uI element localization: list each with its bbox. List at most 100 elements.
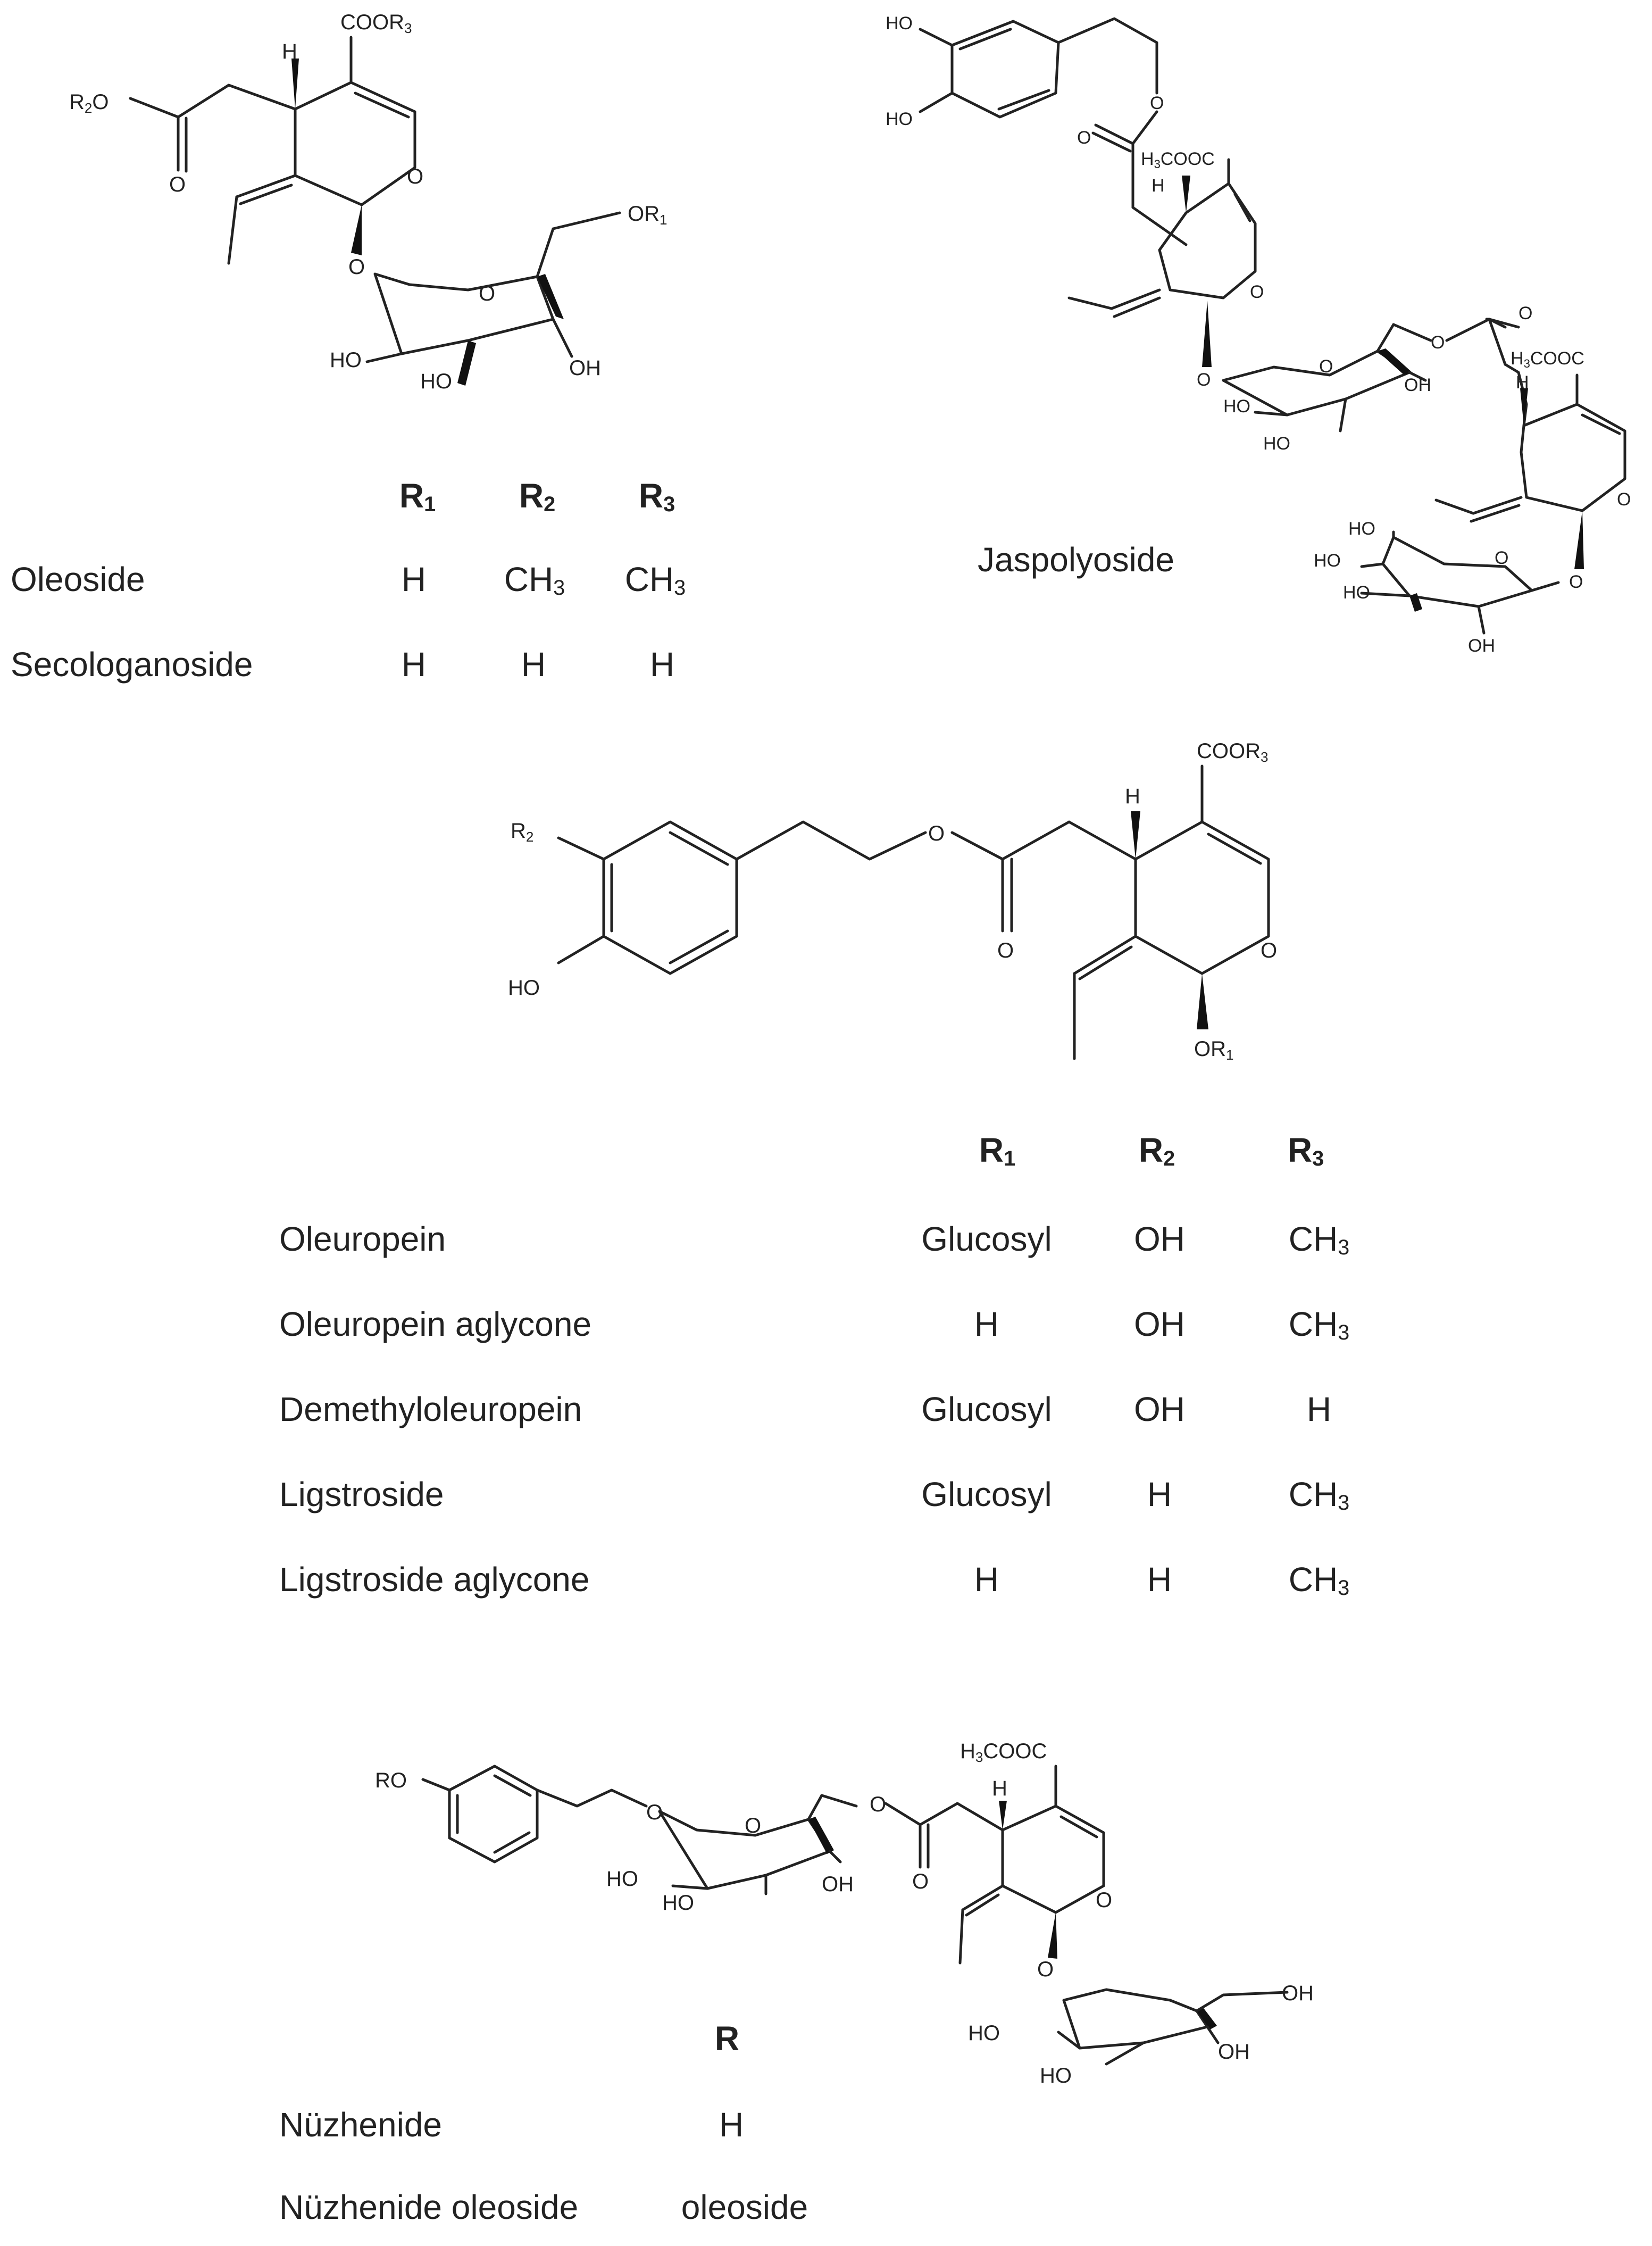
s1-o-carbonyl: O (169, 173, 186, 196)
s2-o-ester: O (1150, 93, 1164, 113)
nuzhenide-skeleton: RO O O O HO HO OH O H3COOC H O O OH HO O… (375, 1740, 1314, 2087)
p3-header-r1: R1 (979, 1131, 1016, 1171)
s4-oh-b: OH (1218, 2040, 1250, 2064)
s2-h3cooc1: H3COOC (1141, 149, 1215, 171)
s2-o-sugar2: O (1495, 548, 1508, 568)
p3-row2-r3: H (1306, 1390, 1332, 1428)
p1-row0-r3: CH3 (624, 560, 686, 600)
s4-h: H (992, 1777, 1007, 1800)
jaspolyoside-structure: HO HO O O H3COOC H O O O O OH HO HO O H3… (886, 13, 1631, 656)
s2-h1: H (1152, 176, 1165, 196)
s4-o-carbonyl: O (912, 1870, 929, 1893)
s2-oh-s1: OH (1404, 375, 1431, 395)
s2-o-glyc2: O (1569, 572, 1583, 592)
p1-header-r1: R1 (399, 477, 436, 517)
s4-o-sugar: O (745, 1814, 761, 1837)
s2-o-ring1: O (1250, 282, 1264, 302)
s4-o-ether: O (646, 1801, 663, 1824)
s1-h: H (282, 40, 297, 63)
jaspolyoside-label: Jaspolyoside (978, 540, 1174, 579)
s4-o-ring: O (1096, 1889, 1112, 1912)
p1-row1-r2: H (521, 645, 546, 684)
s4-o-link: O (870, 1793, 886, 1816)
oleoside-skeleton: COOR3 H R2O O O OR1 O O HO HO OH (69, 11, 667, 393)
s3-r2: R2 (511, 819, 533, 845)
p1-row1-r1: H (401, 645, 427, 684)
s1-o-sugar: O (479, 282, 495, 305)
s3-o-ring: O (1261, 939, 1277, 962)
p3-row4-name: Ligstroside aglycone (279, 1560, 590, 1599)
s2-ho-s2c: HO (1343, 583, 1370, 603)
p3-row3-r1: Glucosyl (921, 1475, 1052, 1513)
p3-header-r2: R2 (1138, 1131, 1175, 1171)
s1-oh-right: OH (569, 356, 601, 380)
s4-h3cooc: H3COOC (960, 1740, 1047, 1765)
p4-row1-name: Nüzhenide oleoside (279, 2188, 579, 2226)
p3-row1-r3: CH3 (1288, 1305, 1350, 1345)
s1-ho-bottom: HO (420, 370, 452, 393)
p3-row3-r3: CH3 (1288, 1475, 1350, 1515)
p1-row1-name: Secologanoside (11, 645, 253, 684)
s2-ho2: HO (886, 109, 913, 129)
s3-h: H (1125, 785, 1140, 808)
s1-ho-left: HO (330, 348, 362, 372)
p4-header-r: R (714, 2019, 740, 2058)
s1-r2o: R2O (69, 90, 109, 116)
s2-o-link: O (1431, 332, 1445, 353)
p3-row1-name: Oleuropein aglycone (279, 1305, 592, 1343)
s3-cooR3: COOR3 (1197, 739, 1268, 765)
s2-ho-s1: HO (1223, 396, 1250, 417)
p1-row1-r3: H (649, 645, 675, 684)
p3-row2-r1: Glucosyl (921, 1390, 1052, 1428)
s1-or1: OR1 (628, 202, 667, 228)
s2-h2: H (1516, 372, 1529, 393)
p1-row0-name: Oleoside (11, 560, 145, 598)
s2-o-sugar1: O (1319, 356, 1333, 377)
s2-ho-s2a: HO (1348, 519, 1375, 539)
s2-o-glyc1: O (1197, 370, 1211, 390)
s2-oh-s2: OH (1468, 636, 1495, 656)
p3-row2-name: Demethyloleuropein (279, 1390, 582, 1428)
p4-row0-name: Nüzhenide (279, 2106, 442, 2144)
p3-row3-r2: H (1147, 1475, 1172, 1513)
s2-h3cooc2: H3COOC (1511, 348, 1584, 370)
s4-o-glyc: O (1037, 1958, 1054, 1981)
p3-row4-r3: CH3 (1288, 1560, 1350, 1600)
p3-row0-name: Oleuropein (279, 1220, 446, 1258)
p3-row4-r2: H (1147, 1560, 1172, 1599)
s4-oh-a: OH (822, 1873, 854, 1896)
s2-ho1: HO (886, 13, 913, 34)
p3-row0-r1: Glucosyl (921, 1220, 1052, 1258)
s3-ho: HO (508, 976, 540, 1000)
s2-ho-s2b: HO (1314, 551, 1341, 571)
s3-or1: OR1 (1194, 1037, 1233, 1063)
s1-o-ring: O (407, 165, 423, 188)
p4-row1-r: oleoside (681, 2188, 808, 2226)
s4-ho-d: HO (1040, 2064, 1072, 2087)
p1-header-r3: R3 (638, 477, 675, 517)
s1-cooR3: COOR3 (340, 11, 412, 36)
p4-row0-r: H (719, 2106, 744, 2144)
s4-oh-end: OH (1282, 1982, 1314, 2005)
p3-row4-r1: H (974, 1560, 999, 1599)
s4-ho-c: HO (968, 2022, 1000, 2045)
s1-o-glyc: O (348, 255, 365, 279)
s4-ho-a: HO (606, 1867, 638, 1891)
s4-ro: RO (375, 1769, 407, 1792)
s3-o-carbonyl: O (997, 939, 1014, 962)
p3-header-r3: R3 (1287, 1131, 1324, 1171)
p3-row1-r2: OH (1134, 1305, 1185, 1343)
s2-o-carbonyl: O (1077, 128, 1091, 148)
p3-row0-r2: OH (1134, 1220, 1185, 1258)
p3-row1-r1: H (974, 1305, 999, 1343)
p3-row0-r3: CH3 (1288, 1220, 1350, 1260)
s2-ho-s1b: HO (1263, 434, 1290, 454)
p1-row0-r1: H (401, 560, 427, 598)
s2-o-ring2: O (1617, 489, 1631, 510)
p1-header-r2: R2 (519, 477, 556, 517)
s2-o-carbonyl2: O (1518, 303, 1532, 323)
p3-row3-name: Ligstroside (279, 1475, 444, 1513)
s3-o-ester: O (928, 822, 945, 845)
